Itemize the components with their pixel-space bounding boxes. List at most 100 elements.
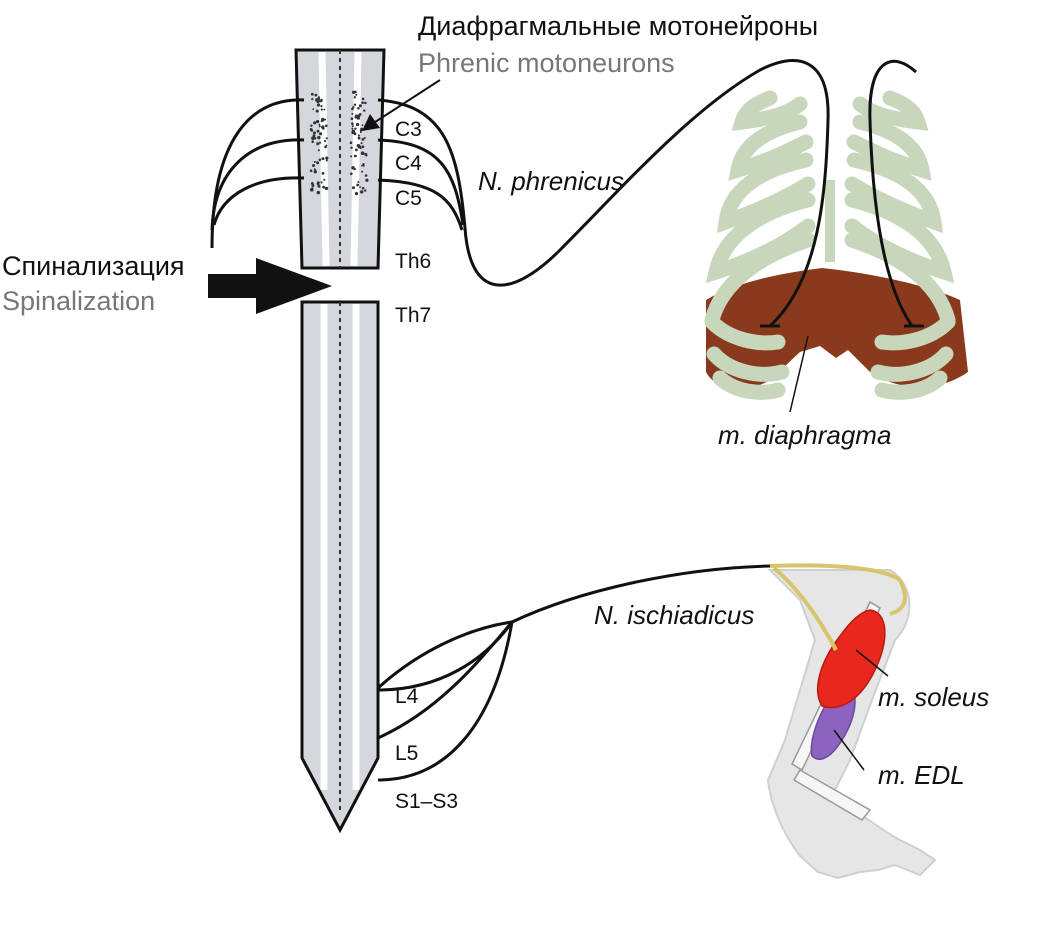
- spinalization-label-en: Spinalization: [2, 286, 155, 316]
- motoneuron-dot: [325, 156, 329, 160]
- edl-pointer-line: [833, 729, 865, 771]
- muscle-diaphragma-label: m. diaphragma: [718, 420, 891, 450]
- motoneuron-dot: [360, 190, 364, 194]
- diaphragm-muscle: [706, 268, 968, 389]
- motoneuron-dot: [316, 182, 320, 186]
- motoneuron-dot: [312, 134, 316, 138]
- motoneuron-dot: [316, 161, 320, 165]
- segment-c3: C3: [395, 118, 422, 141]
- motoneuron-dot: [350, 117, 354, 120]
- motoneuron-dot: [363, 109, 366, 112]
- nerve-phrenicus-label: N. phrenicus: [478, 166, 624, 196]
- motoneuron-dot: [353, 96, 357, 99]
- motoneuron-dot: [312, 164, 315, 167]
- motoneuron-dot: [350, 172, 353, 176]
- motoneuron-dot: [361, 170, 364, 173]
- diaphragma-pointer-line: [789, 335, 809, 413]
- motoneuron-dot: [313, 168, 316, 171]
- soleus-pointer-line: [855, 649, 889, 677]
- nerve-ischiadicus-label: N. ischiadicus: [594, 600, 754, 630]
- motoneuron-dot: [322, 185, 325, 189]
- motoneuron-dot: [315, 109, 319, 113]
- motoneuron-dot: [352, 106, 355, 109]
- motoneuron-dot: [364, 174, 368, 177]
- motoneuron-dot: [312, 108, 315, 110]
- motoneuron-dot: [356, 144, 361, 148]
- motoneuron-dot: [316, 120, 320, 124]
- soleus-muscle: [817, 609, 886, 709]
- motoneuron-dot: [323, 108, 326, 111]
- motoneuron-dot: [310, 92, 314, 96]
- motoneuron-dot: [356, 183, 360, 187]
- segment-th6: Th6: [395, 250, 431, 273]
- motoneuron-dot: [313, 160, 316, 163]
- motoneuron-dot: [316, 98, 320, 102]
- motoneuron-dot: [318, 125, 321, 128]
- motoneuron-dot: [313, 121, 317, 125]
- motoneuron-dot: [321, 157, 324, 160]
- segment-c4: C4: [395, 152, 422, 175]
- motoneuron-dot: [311, 184, 315, 187]
- motoneuron-dot: [309, 169, 313, 172]
- motoneuron-dot: [357, 136, 361, 140]
- motoneuron-dot: [351, 125, 354, 128]
- motoneuron-dot: [325, 159, 328, 162]
- limb-outline: [766, 569, 937, 880]
- motoneuron-dot: [323, 178, 326, 181]
- muscle-soleus-label: m. soleus: [878, 682, 989, 712]
- motoneuron-dot: [318, 141, 322, 144]
- motoneuron-dot: [310, 124, 313, 127]
- inner-band-right-upper: [350, 51, 362, 267]
- motoneuron-dot: [358, 113, 362, 116]
- motoneuron-dot: [353, 103, 357, 106]
- motoneuron-dot: [317, 136, 320, 139]
- title-ru: Диафрагмальные мотонейроны: [418, 11, 818, 41]
- motoneuron-dot: [316, 190, 320, 195]
- motoneuron-dot: [311, 187, 314, 190]
- motoneuron-dot: [349, 141, 353, 144]
- ribs-left: [704, 90, 816, 400]
- motoneuron-dot: [361, 138, 365, 141]
- muscle-edl-label: m. EDL: [878, 760, 965, 790]
- motoneuron-dot: [361, 145, 365, 149]
- motoneuron-dot: [354, 127, 357, 130]
- motoneuron-dot: [360, 151, 365, 155]
- motoneuron-dot: [320, 105, 323, 108]
- spinal-cord: [294, 48, 386, 834]
- segment-l5: L5: [395, 742, 418, 765]
- motoneuron-dot: [317, 149, 320, 152]
- motoneuron-dot: [310, 129, 314, 132]
- motoneuron-dot: [325, 137, 328, 140]
- motoneuron-dot: [364, 189, 367, 192]
- motoneuron-dot: [317, 184, 321, 188]
- motoneuron-dot: [354, 192, 359, 196]
- motoneuron-dot: [357, 107, 360, 110]
- motoneuron-dot: [312, 131, 316, 135]
- motoneuron-dot: [357, 181, 360, 183]
- motoneuron-dot: [321, 172, 325, 175]
- motoneuron-dot: [321, 125, 325, 129]
- spinalization-label-ru: Спинализация: [2, 251, 185, 281]
- motoneuron-pointer-arrow: [362, 79, 441, 131]
- phrenic-motoneuron-dots: [309, 90, 369, 196]
- segment-th7: Th7: [395, 304, 431, 327]
- motoneuron-dot: [364, 101, 367, 105]
- motoneuron-dot: [320, 181, 323, 184]
- motoneuron-dot: [362, 163, 365, 166]
- motoneuron-dot: [356, 116, 360, 120]
- motoneuron-dot: [354, 90, 357, 94]
- lumbosacral-roots: [376, 620, 514, 782]
- motoneuron-dot: [351, 129, 355, 133]
- sciatic-branches: [769, 563, 907, 651]
- motoneuron-dot: [324, 139, 327, 143]
- motoneuron-dot: [320, 108, 323, 111]
- motoneuron-dot: [361, 124, 364, 127]
- motoneuron-dot: [313, 170, 317, 174]
- motoneuron-dot: [360, 142, 363, 145]
- motoneuron-dot: [352, 186, 355, 190]
- motoneuron-dot: [351, 112, 354, 115]
- motoneuron-dot: [361, 101, 364, 104]
- motoneuron-dot: [316, 142, 320, 146]
